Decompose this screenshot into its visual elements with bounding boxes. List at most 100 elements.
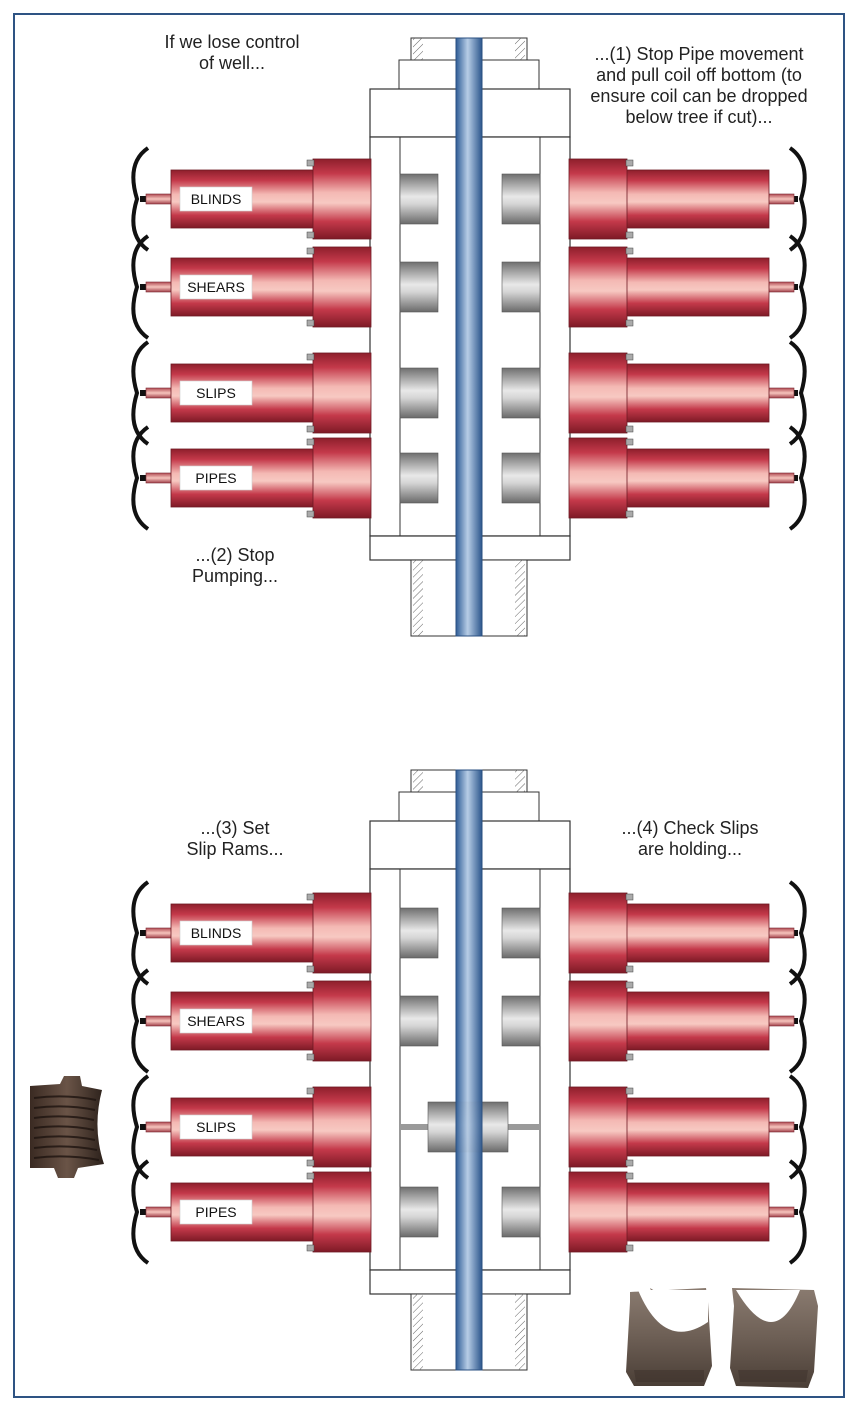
right-piston-rod bbox=[767, 472, 795, 484]
right-cylinder bbox=[625, 1182, 770, 1242]
left-ram-block bbox=[399, 261, 439, 313]
left-bonnet bbox=[312, 352, 372, 434]
ram-label-box bbox=[179, 1199, 253, 1225]
right-cylinder bbox=[625, 991, 770, 1051]
right-ram-block bbox=[501, 995, 541, 1047]
caption-step-2: ...(2) Stop Pumping... bbox=[191, 545, 279, 586]
right-bonnet bbox=[568, 246, 628, 328]
ram-label: BLINDS bbox=[191, 925, 242, 941]
left-ram-block bbox=[399, 173, 439, 225]
ram-label-box bbox=[179, 186, 253, 212]
left-bracket bbox=[131, 425, 150, 531]
bop-stack-top: BLINDS SHEARS SLIPS PIPES bbox=[131, 37, 807, 637]
left-bonnet bbox=[312, 1086, 372, 1168]
right-piston-rod bbox=[767, 1015, 795, 1027]
right-ram-shaft bbox=[508, 1124, 540, 1130]
left-bracket bbox=[131, 234, 150, 340]
right-bracket bbox=[788, 880, 807, 986]
ram-row-pipes: PIPES bbox=[131, 425, 807, 531]
right-bonnet bbox=[568, 1086, 628, 1168]
left-bracket bbox=[131, 1074, 150, 1180]
ram-label: SHEARS bbox=[187, 1013, 245, 1029]
ram-label-box bbox=[179, 1114, 253, 1140]
ram-label: PIPES bbox=[195, 470, 236, 486]
right-ram-block bbox=[501, 367, 541, 419]
ram-label: PIPES bbox=[195, 1204, 236, 1220]
ram-row-blinds: BLINDS bbox=[131, 146, 807, 252]
left-ram-shaft bbox=[400, 1124, 430, 1130]
right-bonnet bbox=[568, 158, 628, 240]
right-cylinder bbox=[625, 169, 770, 229]
right-piston-rod bbox=[767, 193, 795, 205]
ram-row-slips: SLIPS bbox=[131, 340, 807, 446]
ram-label-box bbox=[179, 920, 253, 946]
left-piston-rod bbox=[145, 281, 173, 293]
right-bracket bbox=[788, 1159, 807, 1265]
right-ram-block bbox=[501, 173, 541, 225]
right-ram-block bbox=[501, 1186, 541, 1238]
ram-label-box bbox=[179, 465, 253, 491]
coil-pipe-front bbox=[455, 769, 483, 1371]
right-bracket bbox=[788, 1074, 807, 1180]
slip-insert-photo bbox=[30, 1076, 104, 1178]
left-bracket bbox=[131, 968, 150, 1074]
ram-label: BLINDS bbox=[191, 191, 242, 207]
left-bracket bbox=[131, 146, 150, 252]
right-piston-rod bbox=[767, 281, 795, 293]
ram-label: SLIPS bbox=[196, 1119, 236, 1135]
caption-step-4: ...(4) Check Slips are holding... bbox=[621, 818, 759, 859]
left-bonnet bbox=[312, 158, 372, 240]
right-ram-block bbox=[501, 452, 541, 504]
left-ram-block bbox=[399, 367, 439, 419]
right-piston-rod bbox=[767, 1121, 795, 1133]
right-ram-block bbox=[501, 261, 541, 313]
right-bonnet bbox=[568, 437, 628, 519]
right-bonnet bbox=[568, 1171, 628, 1253]
ram-label-box bbox=[179, 380, 253, 406]
left-piston-rod bbox=[145, 1206, 173, 1218]
left-piston-rod bbox=[145, 1015, 173, 1027]
ram-row-shears: SHEARS bbox=[131, 968, 807, 1074]
left-ram-block bbox=[399, 452, 439, 504]
ram-label: SLIPS bbox=[196, 385, 236, 401]
caption-step-3: ...(3) Set Slip Rams... bbox=[186, 818, 284, 859]
right-cylinder bbox=[625, 1097, 770, 1157]
right-cylinder bbox=[625, 257, 770, 317]
left-ram-block bbox=[399, 995, 439, 1047]
right-bracket bbox=[788, 146, 807, 252]
left-bracket bbox=[131, 880, 150, 986]
right-cylinder bbox=[625, 363, 770, 423]
left-piston-rod bbox=[145, 472, 173, 484]
bop-stack-bottom: BLINDS SHEARS SLIPS PIPES bbox=[131, 769, 807, 1371]
left-bonnet bbox=[312, 980, 372, 1062]
ram-row-shears: SHEARS bbox=[131, 234, 807, 340]
left-bonnet bbox=[312, 437, 372, 519]
right-bracket bbox=[788, 340, 807, 446]
left-piston-rod bbox=[145, 927, 173, 939]
right-bracket bbox=[788, 425, 807, 531]
left-ram-block bbox=[399, 907, 439, 959]
right-piston-rod bbox=[767, 387, 795, 399]
coil-pipe-front bbox=[455, 37, 483, 637]
left-bracket bbox=[131, 1159, 150, 1265]
left-piston-rod bbox=[145, 387, 173, 399]
left-bracket bbox=[131, 340, 150, 446]
ram-label-box bbox=[179, 1008, 253, 1034]
right-piston-rod bbox=[767, 1206, 795, 1218]
right-bracket bbox=[788, 968, 807, 1074]
right-piston-rod bbox=[767, 927, 795, 939]
ram-row-blinds: BLINDS bbox=[131, 880, 807, 986]
ram-blocks-photo bbox=[626, 1288, 818, 1388]
right-cylinder bbox=[625, 448, 770, 508]
left-bonnet bbox=[312, 892, 372, 974]
left-bonnet bbox=[312, 246, 372, 328]
right-ram-block bbox=[501, 907, 541, 959]
ram-label: SHEARS bbox=[187, 279, 245, 295]
ram-label-box bbox=[179, 274, 253, 300]
right-bonnet bbox=[568, 980, 628, 1062]
left-piston-rod bbox=[145, 193, 173, 205]
caption-lose-control: If we lose control of well... bbox=[164, 32, 300, 73]
left-piston-rod bbox=[145, 1121, 173, 1133]
right-cylinder bbox=[625, 903, 770, 963]
